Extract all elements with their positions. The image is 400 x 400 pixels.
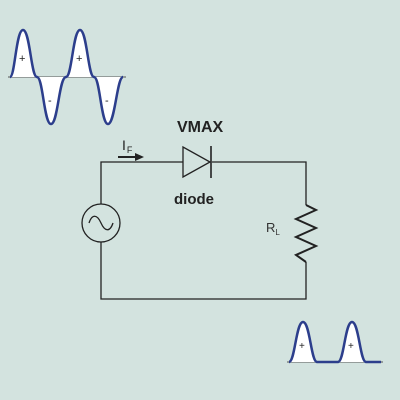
load-resistor-icon — [293, 204, 319, 263]
resistor-zigzag — [293, 204, 319, 263]
input-sine-wave: + + - - — [8, 28, 126, 126]
diode-anode-triangle — [182, 145, 212, 179]
input-wave-lobe-fill — [66, 30, 94, 77]
current-label-main: I — [122, 137, 126, 153]
ac-source-circle — [81, 203, 121, 243]
output-wave-plus-sign-2: + — [348, 341, 354, 352]
output-wave-lobe-fill — [289, 322, 317, 362]
diode-rating-label: VMAX — [177, 119, 224, 136]
output-rectified-wave: + + — [287, 320, 383, 364]
current-label: IF — [122, 137, 133, 155]
input-wave-plus-sign-1: + — [19, 53, 25, 65]
input-wave-lobe-fill — [37, 77, 66, 124]
input-wave-minus-sign-1: - — [48, 95, 52, 107]
output-wave-plus-sign-1: + — [299, 341, 305, 352]
input-wave-lobe-fill — [10, 30, 37, 77]
circuit-wires — [100, 161, 307, 300]
wire-top-left — [100, 161, 183, 204]
load-label-subscript: L — [275, 228, 280, 237]
wire-bottom — [100, 242, 307, 300]
output-wave-lobe-fill — [338, 322, 366, 362]
diode-caption: diode — [174, 191, 214, 208]
diode-icon — [182, 145, 212, 179]
load-label: RL — [266, 220, 280, 237]
input-wave-curve — [8, 28, 125, 126]
current-label-subscript: F — [126, 145, 133, 155]
wire-top-right — [212, 161, 307, 205]
input-wave-plus-sign-2: + — [76, 53, 82, 65]
input-wave-lobe-fill — [94, 77, 123, 124]
input-wave-minus-sign-2: - — [105, 95, 109, 107]
ac-source-sine-glyph — [88, 215, 114, 231]
current-arrow-icon — [118, 153, 144, 161]
load-label-main: R — [266, 220, 276, 235]
output-wave-curve — [287, 320, 381, 364]
ac-source-icon — [81, 203, 121, 243]
current-arrow-head — [135, 153, 144, 161]
